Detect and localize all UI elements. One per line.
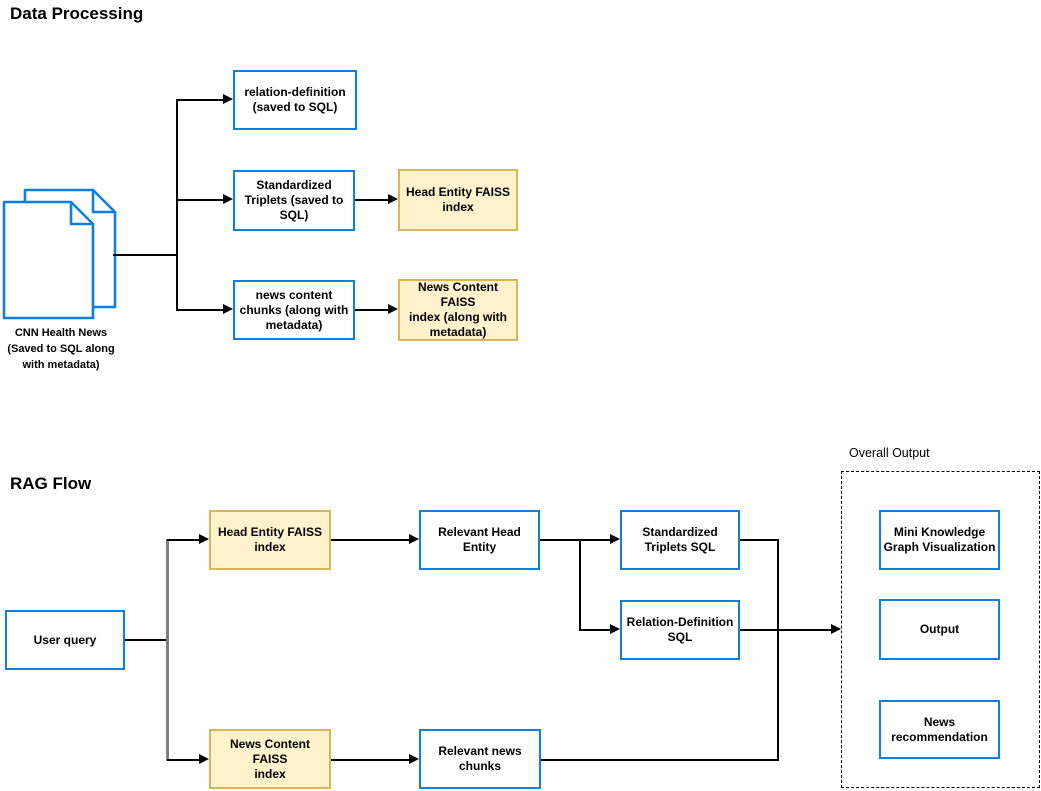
- documents-caption: CNN Health News (Saved to SQL along with…: [7, 327, 115, 371]
- connector-to-news-faiss-rag: [167, 759, 200, 761]
- connector-to-standardized-triplets: [176, 199, 224, 201]
- connector-to-head-faiss: [167, 539, 200, 541]
- connector-tripletssql-to-merge: [740, 539, 779, 541]
- connector-newsfaiss-to-relevant-news: [331, 759, 410, 761]
- connector-split-vertical: [579, 539, 581, 631]
- node-relevant-news-chunks: Relevant news chunks: [419, 729, 541, 789]
- arrowhead-standardized-triplets: [223, 194, 233, 204]
- connector-to-overall-output: [740, 629, 832, 631]
- connector-headfaiss-to-relevant-head: [331, 539, 410, 541]
- front-page-fold: [69, 202, 93, 226]
- arrowhead-rag-head-faiss: [199, 534, 209, 544]
- arrowhead-triplets-sql: [610, 534, 620, 544]
- arrowhead-relevant-news: [409, 754, 419, 764]
- arrowhead-overall-output: [831, 624, 841, 634]
- connector-merge-vertical: [777, 539, 779, 761]
- connector-branch-vertical: [176, 99, 178, 311]
- back-page-fold: [91, 190, 115, 214]
- connector-rag-branch-vertical: [166, 539, 169, 761]
- arrowhead-relation-definition: [223, 94, 233, 104]
- arrowhead-news-chunks: [223, 304, 233, 314]
- connector-relevanthead-to-triplets-sql: [540, 539, 611, 541]
- node-standardized-triplets-sql: Standardized Triplets SQL: [620, 510, 740, 570]
- node-news-content-chunks: news content chunks (along with metadata…: [233, 280, 355, 340]
- rag-flow-title: RAG Flow: [10, 474, 92, 493]
- node-relevant-head-entity: Relevant Head Entity: [419, 510, 540, 570]
- node-news-content-faiss-index: News Content FAISS index: [209, 729, 331, 789]
- node-relation-definition-sql: Relation-Definition SQL: [620, 600, 740, 660]
- documents-icon: [2, 188, 117, 320]
- connector-to-relation-definition-sql: [579, 629, 611, 631]
- connector-doc-to-branch: [113, 254, 177, 256]
- arrowhead-head-faiss: [388, 194, 398, 204]
- node-news-content-faiss-index-dp: News Content FAISS index (along with met…: [398, 279, 518, 341]
- node-news-recommendation: News recommendation: [879, 700, 1000, 759]
- arrowhead-news-faiss: [388, 304, 398, 314]
- node-user-query: User query: [5, 610, 125, 670]
- connector-userquery-to-branch: [125, 639, 168, 641]
- front-page-shape: [2, 200, 95, 320]
- connector-triplets-to-head-faiss: [355, 199, 389, 201]
- connector-chunks-to-news-faiss: [355, 309, 389, 311]
- arrowhead-rag-news-faiss: [199, 754, 209, 764]
- node-mini-knowledge-graph: Mini Knowledge Graph Visualization: [879, 510, 1000, 570]
- node-output: Output: [879, 599, 1000, 660]
- connector-to-relation-definition: [176, 99, 224, 101]
- overall-output-group: [841, 471, 1040, 788]
- arrowhead-relation-definition-sql: [610, 624, 620, 634]
- connector-to-news-chunks: [176, 309, 224, 311]
- node-standardized-triplets: Standardized Triplets (saved to SQL): [233, 170, 355, 231]
- connector-relevantnews-to-merge: [541, 759, 778, 761]
- node-relation-definition: relation-definition (saved to SQL): [233, 70, 357, 130]
- node-head-entity-faiss-index: Head Entity FAISS index: [209, 510, 331, 570]
- overall-output-label: Overall Output: [849, 446, 930, 460]
- data-processing-title: Data Processing: [10, 4, 144, 23]
- arrowhead-relevant-head: [409, 534, 419, 544]
- node-head-entity-faiss-index-dp: Head Entity FAISS index: [398, 169, 518, 231]
